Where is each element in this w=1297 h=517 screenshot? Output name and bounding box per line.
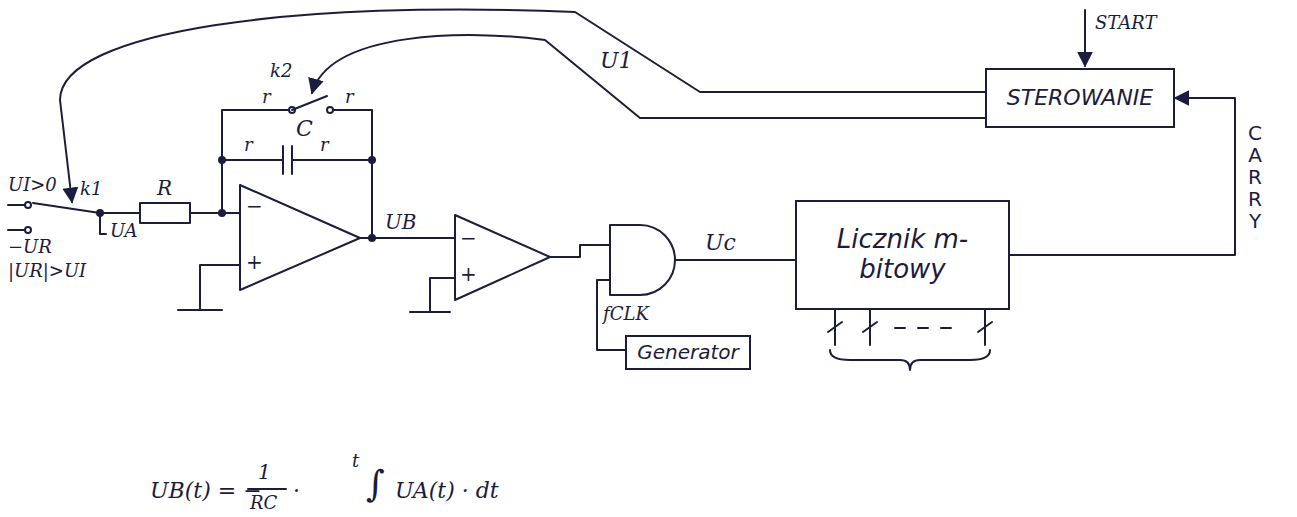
- signal-name: START: [1095, 14, 1157, 32]
- switch-blade: [292, 96, 327, 110]
- resistor-symbol: [140, 203, 190, 223]
- node-mark: r: [320, 136, 329, 154]
- junction-dot: [369, 157, 375, 163]
- comparator-symbol: [455, 215, 550, 300]
- bus-slash: [828, 322, 992, 332]
- ground-symbol: [178, 309, 222, 311]
- wire: [100, 212, 140, 214]
- control-block: STEROWANIE: [985, 68, 1175, 128]
- capacitor-plate: [282, 146, 284, 174]
- wire: [333, 110, 372, 238]
- start-arrow: [1084, 10, 1086, 66]
- switch-name: k1: [80, 180, 102, 198]
- pin-sign: −: [460, 228, 477, 248]
- signal-name: Uc: [705, 232, 736, 254]
- generator-block: Generator: [625, 335, 751, 370]
- node-mark: r: [244, 136, 253, 154]
- switch-terminal: [25, 202, 31, 208]
- signal-name: −UR: [8, 238, 52, 256]
- formula-part: t: [352, 452, 359, 470]
- condition-note: |UR|>UI: [8, 262, 86, 280]
- wire: [430, 278, 455, 312]
- opamp-symbol: [240, 185, 360, 290]
- node-mark: r: [262, 88, 271, 106]
- formula-part: 1: [258, 462, 271, 482]
- switch-terminal: [25, 227, 31, 233]
- wire: [222, 159, 283, 161]
- control-wire: [312, 35, 985, 118]
- part-name: R: [157, 178, 172, 198]
- wire: [190, 212, 240, 214]
- counter-block: Licznik m-bitowy: [795, 200, 1010, 310]
- signal-name: UI>0: [8, 176, 57, 194]
- switch-blade: [33, 203, 100, 213]
- formula-part: ∫: [366, 466, 385, 502]
- formula-part: UA(t) · dt: [395, 480, 499, 502]
- pin-sign: −: [246, 196, 263, 216]
- block-text: Licznik m-bitowy: [828, 225, 978, 285]
- wire: [360, 237, 455, 239]
- junction-dot: [219, 210, 225, 216]
- block-text: Generator: [637, 341, 739, 364]
- output-brace: [830, 350, 990, 370]
- switch-name: k2: [270, 62, 292, 80]
- wire-group: [8, 9, 1085, 489]
- leader-line: [100, 217, 106, 234]
- signal-name: UA: [110, 222, 138, 240]
- pin-sign: +: [246, 252, 263, 272]
- wire: [200, 265, 240, 310]
- wire: [675, 259, 795, 261]
- signal-name: CARRY: [1245, 122, 1265, 232]
- formula-part: UB(t) = −: [150, 480, 262, 502]
- part-name: C: [296, 118, 313, 140]
- and-gate-symbol: [610, 225, 675, 295]
- input-lead: [8, 204, 25, 206]
- ellipsis-dashes: [895, 327, 951, 329]
- ground-symbol: [410, 311, 450, 313]
- reference-lead: [8, 229, 25, 231]
- signal-name: fCLK: [603, 305, 649, 323]
- pin-sign: +: [460, 264, 477, 284]
- wire: [550, 245, 610, 257]
- signal-name: UB: [385, 212, 417, 232]
- control-wire: [60, 9, 985, 202]
- formula-part: RC: [250, 494, 277, 512]
- junction-dot: [219, 157, 225, 163]
- node-mark: r: [345, 88, 354, 106]
- signal-name: U1: [600, 50, 633, 72]
- formula-part: ·: [293, 480, 300, 502]
- block-text: STEROWANIE: [1007, 85, 1153, 110]
- wire: [292, 159, 372, 161]
